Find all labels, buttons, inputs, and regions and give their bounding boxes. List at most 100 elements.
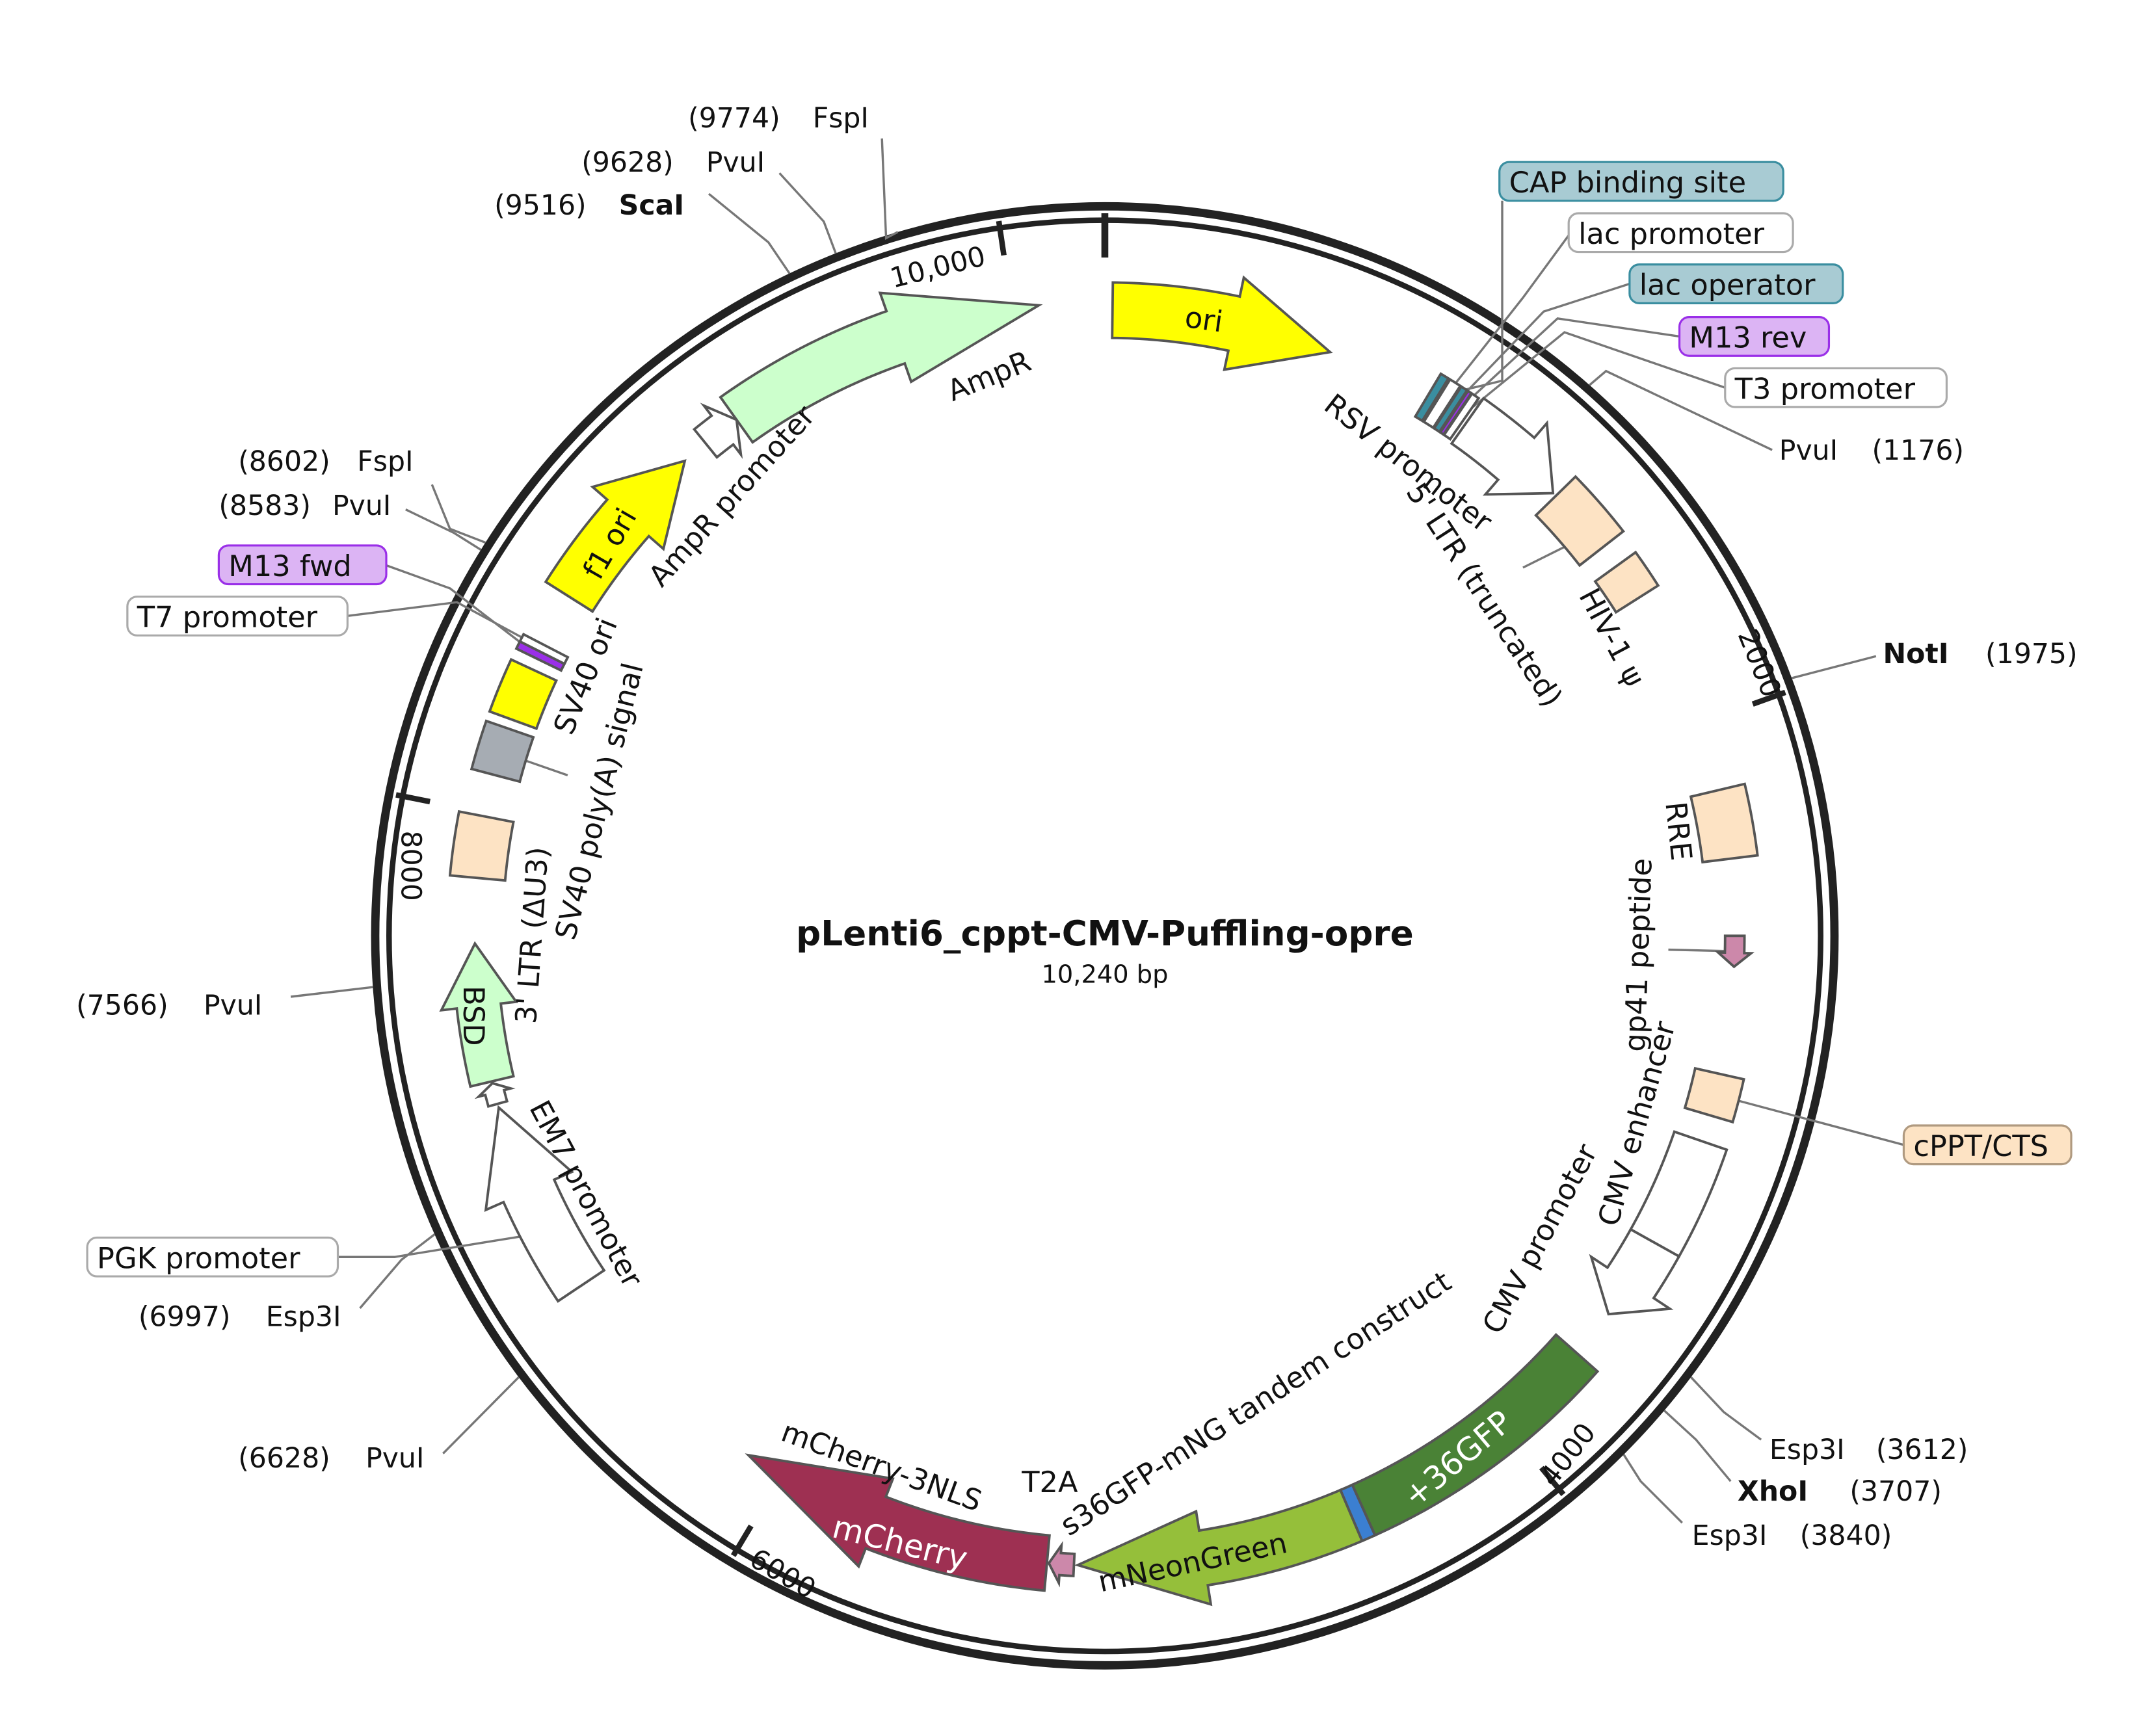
feature-ampr-promoter [692,402,743,459]
feature-leader-line [1454,317,1680,414]
site-name: Esp3I [1692,1519,1768,1552]
feature-sv40-ori [488,657,559,730]
feature-leader-line [1734,1098,1904,1146]
site-name: FspI [813,102,869,135]
site-name: XhoI [1738,1475,1808,1508]
site-name: PvuI [365,1442,424,1475]
feature-hiv-1 [1593,550,1660,614]
callout-text: lac operator [1639,269,1816,302]
feature-5-ltr-truncated [1534,475,1625,568]
site-leader-line [778,172,837,254]
feature-leader-line [1439,235,1570,404]
callout-lac-operator[interactable]: lac operator [1628,263,1844,304]
site-position: (3707) [1849,1475,1942,1508]
features [439,275,1759,1607]
label-3ltr: 3' LTR (ΔU3) [509,846,555,1025]
site-position: (9628) [581,146,674,179]
site-esp3i-6997[interactable]: (6997)Esp3I [139,1301,341,1334]
callout-m13-fwd[interactable]: M13 fwd [217,544,388,586]
label-rre: RRE [1658,800,1698,862]
site-leader-line [1663,1410,1732,1482]
feature-leader-line [338,1234,528,1258]
site-leader-line [1690,1376,1762,1441]
feature-rre [1689,782,1759,864]
feature-3-ltr-u3 [448,809,515,882]
callout-text: CAP binding site [1509,166,1746,200]
site-pvui-9628[interactable]: (9628) PvuI [581,146,765,179]
site-position: (1176) [1872,434,1964,467]
feature-t7-promoter [518,632,570,666]
site-fspi-8602[interactable]: (8602)FspI [238,445,413,478]
tick-mark [395,792,431,805]
label-gp41: gp41 peptide [1618,858,1658,1052]
label-bsd: BSD [457,986,490,1046]
feature-em7-promoter [474,1081,516,1109]
site-noti-1975[interactable]: NotI(1975) [1883,638,2077,670]
feature-ori [1111,275,1333,371]
site-leader-line [1623,1454,1683,1524]
feature-mcherry [745,1453,1051,1592]
site-name: Esp3I [1769,1434,1845,1466]
callout-text: M13 rev [1689,321,1807,354]
site-pvui-1176[interactable]: PvuI (1176) [1779,434,1964,467]
callout-text: PGK promoter [97,1241,300,1275]
feature-t2a [1047,1540,1076,1588]
feature-mneongreen [1074,1488,1364,1607]
callout-text: lac promoter [1578,217,1765,251]
site-esp3i-3840[interactable]: Esp3I (3840) [1692,1519,1892,1552]
site-fspi-9774[interactable]: (9774) FspI [688,102,869,135]
callout-t3-promoter[interactable]: T3 promoter [1724,367,1948,408]
callout-cppt-cts[interactable]: cPPT/CTS [1902,1124,2073,1166]
tick-mark [996,220,1007,256]
site-scai-9516[interactable]: (9516)ScaI [494,189,684,222]
site-leader-line [290,986,373,998]
callout-pgk-promoter[interactable]: PGK promoter [86,1236,339,1278]
site-pvui-6628[interactable]: (6628)PvuI [238,1442,424,1475]
tick-mark [1751,689,1786,707]
callout-cap-binding-site[interactable]: CAP binding site [1498,161,1784,202]
site-leader-line [708,192,791,274]
tick-mark [730,1524,754,1557]
feature-f1-ori [544,459,687,614]
site-position: (9774) [688,102,780,135]
site-name: PvuI [706,146,765,179]
backbone-outer [371,202,1839,1670]
callout-m13-rev[interactable]: M13 rev [1678,316,1831,357]
site-position: (3840) [1800,1519,1892,1552]
site-name: Esp3I [266,1301,341,1334]
site-leader-line [359,1233,436,1309]
feature-bsd [439,941,519,1088]
site-position: (3612) [1876,1434,1968,1466]
site-leader-line [431,484,486,544]
feature-t3-promoter [1442,391,1481,441]
feature-gp41-peptide [1714,934,1755,969]
site-esp3i-3612[interactable]: Esp3I (3612) [1769,1434,1968,1466]
feature-pgk-promoter [484,1105,606,1303]
site-position: (7566) [76,990,168,1022]
site-leader-line [442,1376,520,1454]
label-ori: ori [1183,300,1225,339]
site-leader-line [405,508,482,551]
site-pvui-8583[interactable]: (8583)PvuI [219,490,391,522]
site-leader-line [1792,655,1877,679]
feature-leader-line [384,564,535,654]
callout-text: T7 promoter [137,601,318,635]
site-name: NotI [1883,638,1948,670]
callout-t7-promoter[interactable]: T7 promoter [126,596,349,637]
feature-leader-line [346,601,538,648]
callout-lac-promoter[interactable]: lac promoter [1567,212,1794,254]
site-name: PvuI [1779,434,1838,467]
site-position: (8602) [238,445,330,478]
site-name: PvuI [204,990,262,1022]
tick-label-6000: 6000 [744,1542,821,1605]
site-pvui-7566[interactable]: (7566) PvuI [76,990,262,1022]
site-xhoi-3707[interactable]: XhoI (3707) [1738,1475,1942,1508]
feature-cap-binding-site [1413,372,1450,423]
feature-cmv-promoter [1589,1228,1681,1316]
tick-mark [1539,1466,1566,1497]
callout-text: cPPT/CTS [1913,1129,2048,1163]
plasmid-length: 10,240 bp [1042,960,1169,990]
tick-label-8000: 8000 [394,831,427,901]
feature-rsv-promoter [1450,396,1555,496]
